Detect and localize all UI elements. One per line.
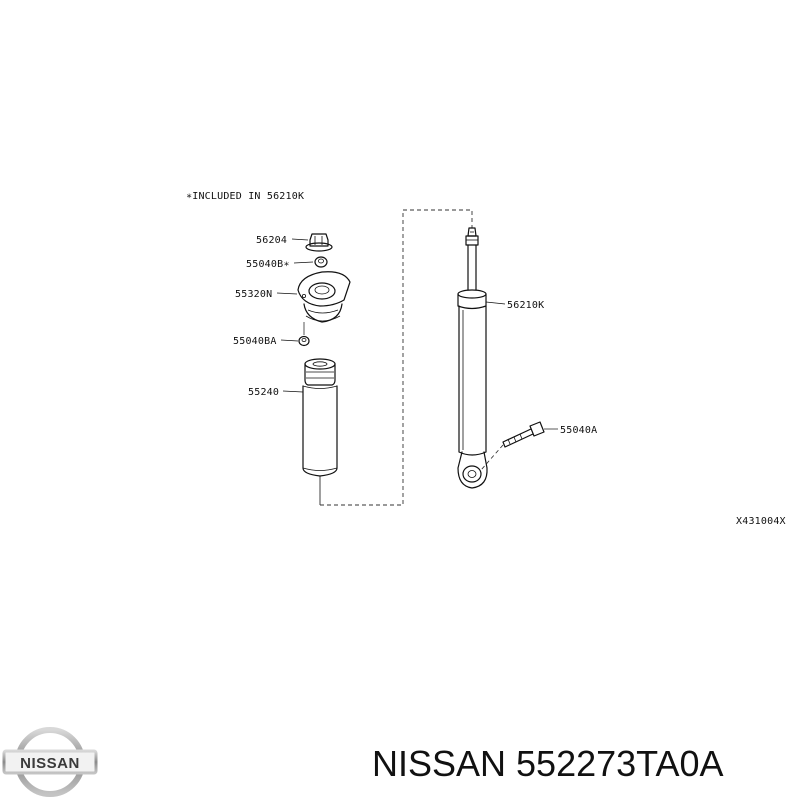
callout-56204: 56204 <box>256 235 287 246</box>
assembly-dashed-bracket <box>320 209 473 506</box>
logo-text: NISSAN <box>20 755 80 772</box>
callout-55240: 55240 <box>248 387 279 398</box>
included-note: ∗INCLUDED IN 56210K <box>186 191 304 202</box>
part-55040B-nut <box>314 256 328 268</box>
part-56210K-shock-absorber <box>457 227 488 489</box>
callout-56210K: 56210K <box>507 300 544 311</box>
callout-55040A: 55040A <box>560 425 597 436</box>
part-55320N-mount <box>297 271 351 323</box>
callout-55040B: 55040B∗ <box>246 259 290 270</box>
callout-55040BA: 55040BA <box>233 336 277 347</box>
nissan-logo-icon: NISSAN <box>2 727 98 797</box>
part-55040BA-nut <box>298 335 310 347</box>
part-number-caption: NISSAN 552273TA0A <box>372 743 724 784</box>
part-55240-dust-boot <box>302 358 338 505</box>
part-56204-cap-nut <box>305 233 333 252</box>
callout-55320N: 55320N <box>235 289 272 300</box>
part-55040A-bolt <box>502 421 545 448</box>
diagram-code: X431004X <box>736 516 786 527</box>
